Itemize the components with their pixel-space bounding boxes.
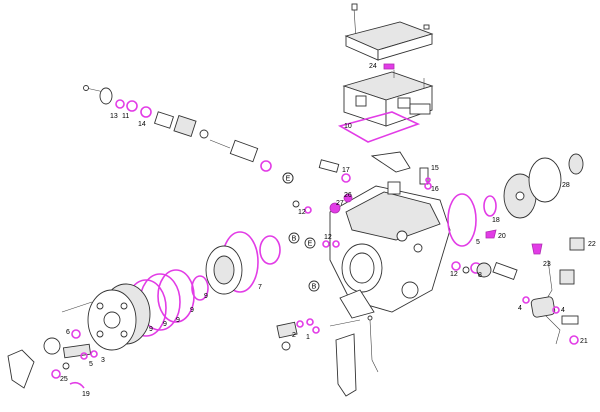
callout-16: 16	[431, 186, 439, 193]
callout-7: 7	[258, 284, 262, 291]
callout-5a: 5	[89, 361, 93, 368]
callout-3: 3	[101, 357, 105, 364]
callout-5b: 5	[476, 239, 480, 246]
callout-9e: 9	[204, 293, 208, 300]
drive-flange-assembly	[447, 153, 584, 247]
fuel-line-assembly	[470, 229, 585, 345]
callout-27: 27	[336, 200, 344, 207]
reference-mark-e2: E	[308, 241, 313, 248]
adjuster-assembly	[83, 85, 294, 184]
callout-12c: 12	[450, 271, 458, 278]
callout-19: 19	[82, 391, 90, 398]
callout-labels: 1 2 3 4 4 5 5 6 7 8 9 9 9 9 9 10 11 12 1…	[60, 63, 596, 398]
callout-8: 8	[478, 272, 482, 279]
callout-2: 2	[292, 332, 296, 339]
callout-9c: 9	[176, 317, 180, 324]
housing-fittings	[292, 151, 470, 274]
pump-head-assembly	[7, 269, 209, 389]
callout-18: 18	[492, 217, 500, 224]
reference-marks: E E B B	[282, 172, 320, 292]
callout-17: 17	[342, 167, 350, 174]
callout-6: 6	[66, 329, 70, 336]
callout-10: 10	[344, 123, 352, 130]
callout-9a: 9	[149, 326, 153, 333]
callout-4b: 4	[561, 307, 565, 314]
callout-12a: 12	[298, 209, 306, 216]
ring-set-7	[205, 231, 281, 295]
lever-assembly	[276, 315, 379, 397]
callout-23: 23	[543, 261, 551, 268]
callout-11: 11	[122, 113, 129, 120]
callout-22: 22	[588, 241, 596, 248]
reference-mark-b1: B	[292, 236, 297, 243]
callout-28: 28	[562, 182, 570, 189]
callout-12b: 12	[324, 234, 332, 241]
callout-26: 26	[344, 192, 352, 199]
callout-14: 14	[138, 121, 146, 128]
callout-13: 13	[110, 113, 118, 120]
callout-9d: 9	[190, 307, 194, 314]
pump-housing	[329, 167, 451, 319]
callout-24: 24	[369, 63, 377, 70]
callout-4a: 4	[518, 305, 522, 312]
callout-21: 21	[580, 338, 588, 345]
callout-1: 1	[306, 334, 310, 341]
reference-mark-e1: E	[286, 176, 291, 183]
callout-9b: 9	[163, 321, 167, 328]
callout-25: 25	[60, 376, 68, 383]
reference-mark-b2: B	[312, 284, 317, 291]
control-module-assembly	[337, 3, 434, 143]
callout-20: 20	[498, 233, 506, 240]
callout-15: 15	[431, 165, 439, 172]
